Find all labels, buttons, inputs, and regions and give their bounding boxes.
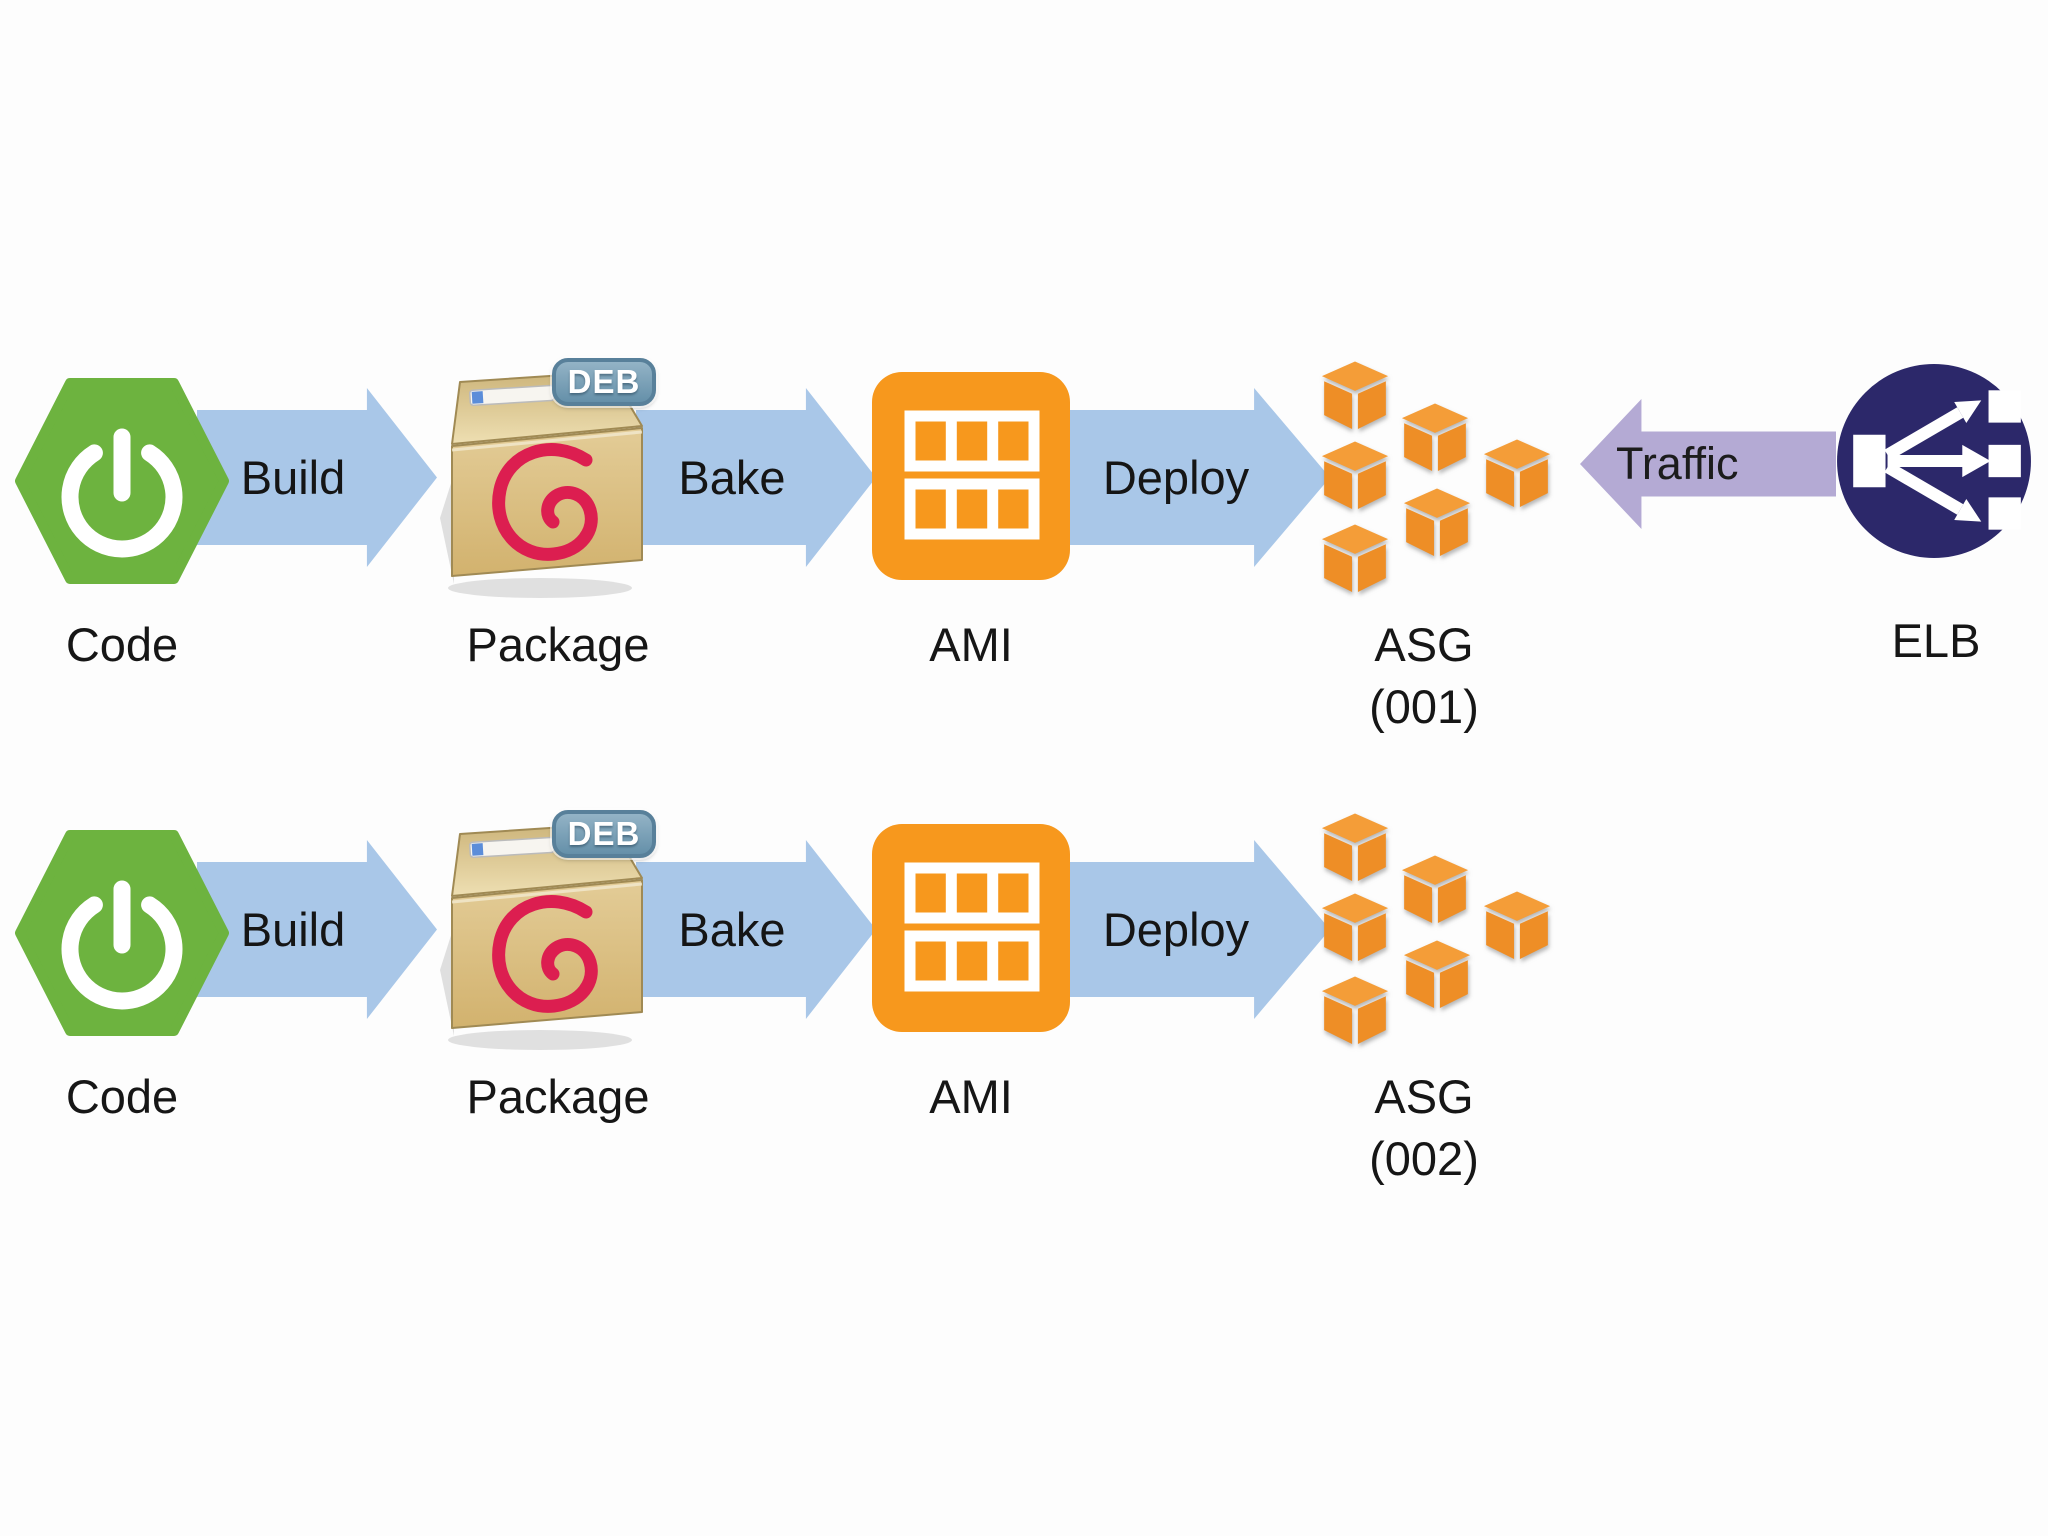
- instance-cube-icon: [1321, 893, 1389, 962]
- instance-cube-icon: [1483, 891, 1551, 960]
- asg-label-id: (002): [1369, 1132, 1479, 1185]
- deb-badge: DEB: [552, 358, 656, 406]
- package-box-graphic: [440, 823, 643, 1050]
- instance-cube-icon: [1403, 488, 1471, 557]
- build-arrow-label: Build: [240, 451, 346, 504]
- package-label: Package: [466, 1070, 650, 1123]
- asg-cube-cluster: [1312, 804, 1558, 1050]
- build-arrow-label: Build: [240, 903, 346, 956]
- deb-badge: DEB: [552, 810, 656, 858]
- spring-boot-icon: [14, 829, 230, 1037]
- pipeline-row-2: Build DEB Bake: [0, 452, 2048, 1252]
- code-label: Code: [65, 618, 179, 671]
- deploy-arrow-label: Deploy: [1102, 451, 1250, 504]
- asg-label-title: ASG: [1374, 1070, 1474, 1123]
- code-label: Code: [65, 1070, 179, 1123]
- instance-cube-icon: [1321, 361, 1389, 430]
- instance-cube-icon: [1321, 441, 1389, 510]
- deb-badge-label: DEB: [567, 815, 641, 852]
- asg-label: ASG (002): [1322, 1066, 1526, 1190]
- package-box-graphic: [440, 371, 643, 598]
- instance-cube-icon: [1483, 439, 1551, 508]
- asg-label-title: ASG: [1374, 618, 1474, 671]
- asg-label: ASG (001): [1322, 614, 1526, 738]
- build-arrow: Build: [197, 840, 437, 1019]
- deb-badge-label: DEB: [567, 363, 641, 400]
- deploy-arrow: Deploy: [1070, 840, 1330, 1019]
- instance-cube-icon: [1403, 940, 1471, 1009]
- elb-icon: [1833, 360, 2035, 562]
- instance-cube-icon: [1321, 976, 1389, 1045]
- debian-package-icon: DEB: [440, 352, 675, 604]
- bake-arrow-label: Bake: [678, 903, 786, 956]
- asg-cube-cluster: [1312, 352, 1558, 598]
- bake-arrow: Bake: [636, 840, 876, 1019]
- debian-package-icon: DEB: [440, 804, 675, 1056]
- asg-label-id: (001): [1369, 680, 1479, 733]
- deploy-arrow-label: Deploy: [1102, 903, 1250, 956]
- traffic-arrow-label: Traffic: [1616, 438, 1739, 489]
- ami-label: AMI: [929, 1070, 1013, 1123]
- instance-cube-icon: [1401, 403, 1469, 472]
- ami-label: AMI: [929, 618, 1013, 671]
- bake-arrow-label: Bake: [678, 451, 786, 504]
- spring-boot-icon: [14, 377, 230, 585]
- ami-icon: [872, 372, 1070, 580]
- instance-cube-icon: [1321, 524, 1389, 593]
- instance-cube-icon: [1321, 813, 1389, 882]
- instance-cube-icon: [1401, 855, 1469, 924]
- ami-icon: [872, 824, 1070, 1032]
- package-label: Package: [466, 618, 650, 671]
- pipeline-row-1: Build DEB Bake: [14, 352, 2035, 738]
- elb-label: ELB: [1891, 614, 1981, 667]
